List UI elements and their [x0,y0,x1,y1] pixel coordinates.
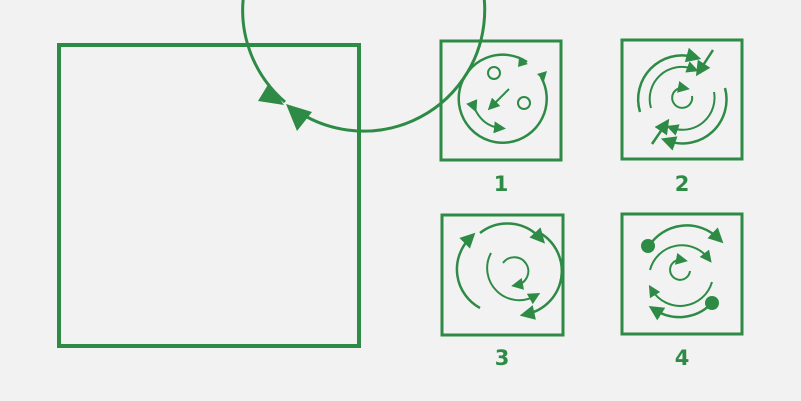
option-1-diagonal-arrow [487,88,510,111]
option-4-outer-arc-bottom [648,303,712,321]
option-2-frame [620,38,744,161]
option-1-small-circle-a [487,66,501,80]
option-1-label: 1 [493,172,509,196]
question-panel [57,0,487,348]
option-1-arrow-head [518,58,528,67]
option-2-arrow-in-top [695,49,715,77]
option-2-outer-arc-bottom [660,87,728,151]
option-4-inner-spiral [669,252,691,281]
option-1-inner-arc [466,99,506,134]
option-2-outer-arc-top [636,47,702,113]
question-frame [57,43,361,348]
option-2-mid-arc-bottom [666,91,716,136]
arrow-head-forward [258,83,284,105]
option-1-frame [439,39,563,162]
option-4-mid-arc-top [649,244,712,271]
option-1-main-loop [457,53,548,144]
option-3-frame [440,213,565,337]
option-4-dot-top-left [641,239,655,253]
question-loop [241,0,487,133]
option-3-outer-arc-top [479,222,546,244]
option-4-frame [620,212,744,336]
option-2-figure[interactable] [620,38,744,161]
arrow-head-backward [286,104,312,131]
option-3-label: 3 [494,346,510,370]
option-1-arrow-head-2 [537,71,547,81]
option-4-outer-arc-top [647,224,724,247]
option-3-outer-arc-left [455,232,481,310]
option-3-mid-arc [486,252,541,305]
option-3-inner-arc [502,256,530,290]
option-1-figure[interactable] [439,39,563,162]
option-3-outer-arc-right [519,231,563,320]
option-4-figure[interactable] [620,212,744,336]
option-2-inner-spiral [671,81,694,109]
option-2-mid-arc-top [648,61,699,109]
option-4-label: 4 [674,346,690,370]
option-1-small-circle-b [517,96,531,110]
option-4-dot-bottom-right [705,296,719,310]
option-3-figure[interactable] [440,213,565,337]
option-4-mid-arc-bottom [648,281,713,307]
option-2-label: 2 [674,172,690,196]
option-2-arrow-in-bottom [650,118,670,145]
